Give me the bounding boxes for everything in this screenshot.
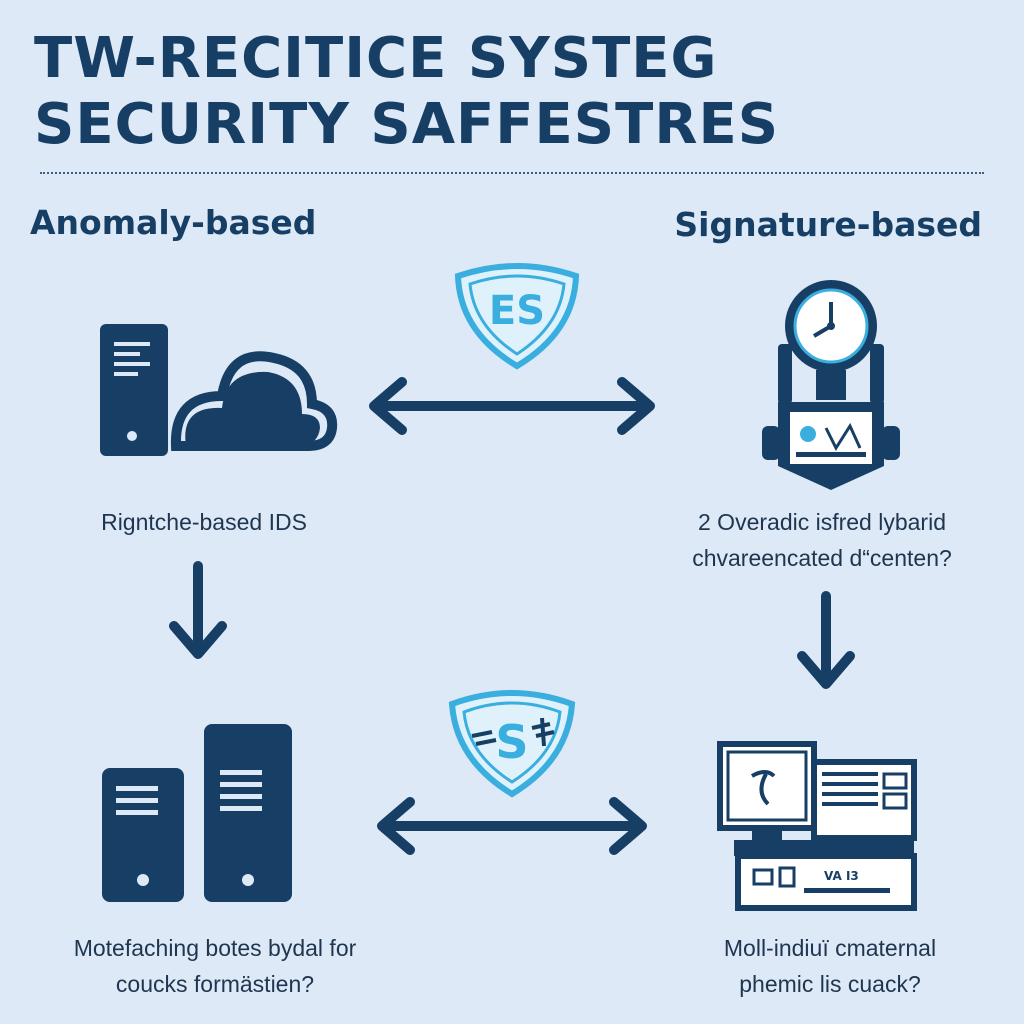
bottom-shield-icon: S (448, 690, 576, 798)
server-pair-icon (102, 724, 292, 902)
bottom-left-caption: Motefaching botes bydal for coucks formä… (20, 930, 410, 1002)
top-double-arrow-icon (369, 377, 655, 435)
bottom-left-caption-line-1: Motefaching botes bydal for (73, 935, 357, 961)
left-down-arrow-icon (169, 561, 227, 659)
page-title: TW-RECITICE SYSTEG SECURITY SAFFESTRES (34, 26, 994, 158)
right-down-arrow-icon (797, 591, 855, 689)
top-shield-label: ES (489, 288, 545, 334)
top-right-caption-line-1: 2 Overadic isfred lybarid (698, 509, 946, 535)
top-right-caption-line-2: chvareencated d“centen? (692, 545, 952, 571)
title-line-1: TW-RECITICE SYSTEG (34, 26, 718, 91)
bottom-right-caption-line-2: phemic lis cuack? (739, 971, 921, 997)
terminal-panel-label: VA I3 (824, 869, 859, 883)
server-cloud-icon (100, 324, 338, 456)
top-left-caption-line: Rigntche-based IDS (101, 509, 307, 535)
bottom-shield-label: S (495, 715, 528, 769)
title-line-2: SECURITY SAFFESTRES (34, 92, 780, 157)
computer-terminal-icon: VA I3 (717, 741, 917, 911)
dotted-divider (40, 172, 984, 174)
bottom-double-arrow-icon (377, 797, 647, 855)
bottom-left-caption-line-2: coucks formästien? (115, 971, 315, 997)
bottom-right-caption-line-1: Moll-indiuï cmaternal (723, 935, 937, 961)
clock-machine-icon (762, 280, 900, 490)
top-shield-icon: ES (454, 263, 580, 370)
signature-based-heading: Signature-based (674, 205, 982, 244)
top-left-caption: Rigntche-based IDS (54, 504, 354, 540)
anomaly-based-heading: Anomaly-based (30, 203, 317, 242)
bottom-right-caption: Moll-indiuï cmaternal phemic lis cuack? (660, 930, 1000, 1002)
top-right-caption: 2 Overadic isfred lybarid chvareencated … (640, 504, 1004, 576)
